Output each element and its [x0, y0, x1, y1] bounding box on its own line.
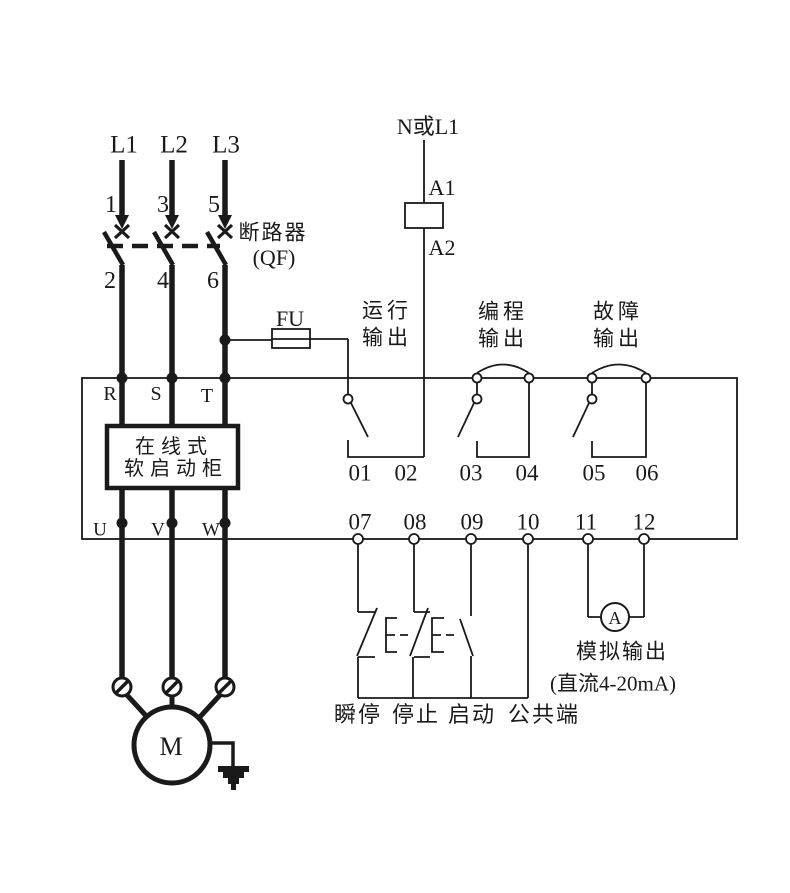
breaker-code: (QF): [252, 245, 296, 270]
junction-dots: [116, 334, 231, 529]
breaker-name: 断路器: [238, 220, 308, 245]
terminal-09: 09: [460, 509, 484, 535]
cabinet-name-line2: 软启动柜: [124, 458, 228, 480]
function-stop: 停止: [391, 702, 441, 727]
ammeter-label: A: [608, 608, 622, 628]
terminal-w: W: [202, 519, 220, 541]
terminal-11: 11: [574, 509, 598, 535]
stop-button-switch: [385, 544, 430, 698]
breaker-terminal-5: 5: [208, 192, 220, 218]
terminal-07: 07: [348, 509, 372, 535]
start-button-switch: [431, 544, 474, 698]
motor-label: M: [159, 732, 183, 761]
coil-terminal-a2: A2: [428, 235, 456, 260]
breaker-terminal-4: 4: [157, 268, 169, 294]
analog-output-caption-2: (直流4-20mA): [550, 671, 676, 696]
fuse-label: FU: [275, 306, 305, 331]
soft-starter-box: [104, 423, 241, 491]
run-output-caption-1: 运行: [362, 298, 412, 323]
breaker-terminal-2: 2: [104, 268, 116, 294]
terminal-02: 02: [394, 460, 418, 486]
fault-output-caption-1: 故障: [593, 299, 643, 324]
run-output-contact: [342, 393, 424, 458]
terminal-04: 04: [515, 460, 539, 486]
terminal-03: 03: [459, 460, 483, 486]
program-output-caption-1: 编程: [478, 299, 528, 324]
run-output-caption-2: 输出: [362, 325, 412, 350]
fuse-symbol: [225, 328, 349, 394]
terminal-r: R: [103, 383, 117, 405]
terminal-10: 10: [516, 509, 540, 535]
terminal-08: 08: [403, 509, 427, 535]
function-start: 启动: [447, 702, 497, 727]
terminal-06: 06: [635, 460, 659, 486]
fault-output-caption-2: 输出: [593, 326, 643, 351]
control-supply-label: N或L1: [396, 114, 460, 139]
breaker-terminal-1: 1: [105, 192, 117, 218]
phase-label-l3: L3: [212, 131, 240, 159]
terminal-01: 01: [348, 460, 372, 486]
ground-icon: [209, 741, 249, 790]
terminal-s: S: [150, 383, 162, 405]
analog-output-caption-1: 模拟输出: [576, 639, 668, 664]
circuit-breaker-symbol: [102, 215, 234, 267]
instant-stop-switch: [356, 544, 378, 698]
phase-label-l1: L1: [110, 131, 138, 159]
program-output-caption-2: 输出: [478, 326, 528, 351]
terminal-t: T: [200, 385, 214, 407]
start-button-actuator-icon: [431, 617, 454, 653]
breaker-terminal-6: 6: [207, 268, 219, 294]
coil-terminal-a1: A1: [428, 175, 456, 200]
phase-label-l2: L2: [160, 131, 188, 159]
function-common: 公共端: [507, 702, 581, 727]
terminal-v: V: [151, 519, 165, 541]
terminal-12: 12: [632, 509, 656, 535]
common-wire: [358, 544, 529, 699]
breaker-terminal-3: 3: [157, 192, 169, 218]
motor-symbol: [124, 692, 223, 786]
terminal-u: U: [93, 519, 107, 541]
fault-output-contact: [572, 363, 652, 458]
cabinet-name-line1: 在线式: [135, 436, 213, 458]
motor-terminal-screws: [111, 676, 236, 698]
terminal-05: 05: [582, 460, 606, 486]
function-instant-stop: 瞬停: [333, 702, 383, 727]
stop-button-actuator-icon: [385, 617, 408, 653]
program-output-contact: [457, 363, 535, 458]
contactor-coil-symbol: [404, 140, 444, 457]
ammeter-icon: [587, 544, 645, 632]
